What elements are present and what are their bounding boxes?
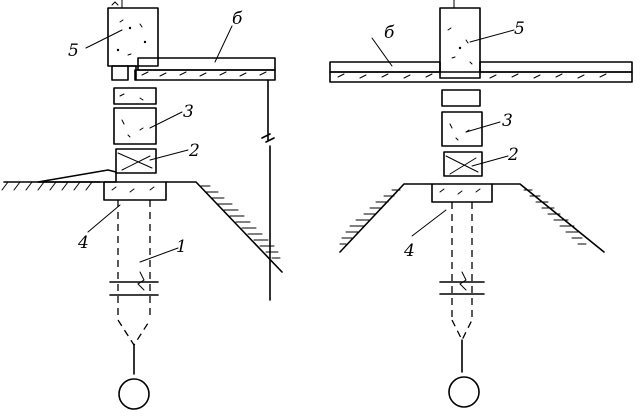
left-label-6: б	[232, 9, 243, 29]
right-label-2: 2	[507, 145, 519, 165]
left-slope	[165, 181, 283, 273]
left-figure: 5 б 3 2 4 1	[1, 0, 283, 410]
left-label-4: 4	[77, 233, 89, 253]
left-floor-slab	[134, 57, 276, 81]
right-label-3: 3	[502, 111, 513, 131]
left-label-5: 5	[68, 41, 79, 61]
left-block-3	[113, 107, 157, 145]
left-pile-section-marker	[118, 378, 150, 410]
right-block-2	[443, 151, 483, 177]
left-corner-block	[111, 65, 129, 81]
right-pile	[439, 202, 485, 408]
right-wall-column	[439, 0, 481, 79]
left-pile-cap	[103, 181, 167, 201]
right-label-5: 5	[514, 19, 525, 39]
left-label-3: 3	[183, 102, 194, 122]
left-pile	[109, 200, 159, 410]
right-pile-cap	[431, 183, 493, 203]
right-block-top	[441, 89, 481, 107]
right-pile-section-marker	[448, 376, 480, 408]
left-blind-area	[37, 169, 117, 183]
right-label-4: 4	[403, 241, 415, 261]
left-label-1: 1	[176, 237, 187, 257]
left-label-2: 2	[188, 141, 200, 161]
right-floor-slab	[329, 61, 633, 83]
left-block-top	[113, 87, 157, 105]
right-block-3	[441, 111, 483, 147]
left-break-line	[261, 79, 275, 301]
left-block-2	[115, 148, 157, 174]
right-embankment	[339, 183, 605, 253]
right-figure: б 5 3 2 4	[329, 0, 633, 408]
right-label-6: б	[384, 23, 395, 43]
